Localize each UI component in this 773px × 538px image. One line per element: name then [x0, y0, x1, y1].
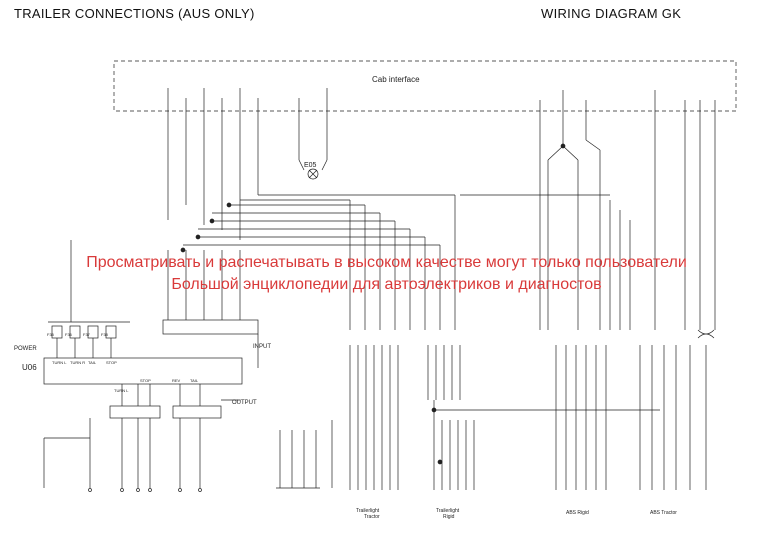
fuse-label-0: F35 [47, 332, 55, 337]
output-label: OUTPUT [232, 400, 257, 406]
u06-pin-1: TURN R [70, 360, 85, 365]
u06-module [43, 357, 243, 385]
diagram-title-right: WIRING DIAGRAM GK [541, 6, 682, 21]
group-tractor-line2: Tractor [364, 514, 380, 520]
u06-pin-0: TURN L [52, 360, 67, 365]
abs-rigid-pin-lines [555, 345, 607, 490]
u06-pin-3: STOP [106, 360, 117, 365]
group-label-abs-tractor: ABS Tractor [650, 510, 677, 516]
group-label-abs-rigid: ABS Rigid [566, 510, 589, 516]
group-rigid-line1: Trailerlight [436, 508, 460, 514]
fuse-label-2: F37 [83, 332, 91, 337]
power-label: POWER [14, 346, 37, 352]
tractor-pin-lines [349, 345, 399, 490]
output-pin-0: TURN L [114, 388, 129, 393]
diagram-title-left: TRAILER CONNECTIONS (AUS ONLY) [14, 6, 255, 21]
u06-pin-2: TAIL [88, 360, 97, 365]
group-label-tractor: Trailerlight Tractor [356, 508, 381, 520]
group-rigid-line2: Rigid [443, 514, 455, 520]
watermark-line-2: Большой энциклопедии для автоэлектриков … [171, 276, 602, 293]
group-tractor-line1: Trailerlight [356, 508, 380, 514]
e05-label: E05 [304, 162, 317, 169]
cab-connectors-left [167, 88, 328, 240]
input-label: INPUT [253, 344, 271, 350]
rigid-pin-lines [427, 345, 660, 490]
group-label-rigid: Trailerlight Rigid [436, 508, 461, 520]
output-connector-1 [109, 405, 161, 419]
output-pin-1: STOP [140, 378, 151, 383]
output-connector-2 [172, 405, 222, 419]
abs-tractor-pin-lines [639, 345, 707, 490]
u06-label: U06 [22, 363, 37, 372]
fuse-label-1: F36 [65, 332, 73, 337]
output-pin-2: REV [172, 378, 181, 383]
cab-interface-label: Cab interface [372, 75, 420, 84]
output-pin-3: TAIL [190, 378, 199, 383]
terminals [88, 488, 202, 492]
fuse-label-3: F38 [101, 332, 109, 337]
watermark-line-1: Просматривать и распечатывать в высоком … [86, 254, 687, 271]
input-connector [162, 319, 259, 335]
cab-interface-box [113, 60, 737, 112]
e05-lamp [298, 159, 328, 180]
splice-6 [437, 459, 443, 465]
splice-4 [180, 247, 186, 253]
twisted-pair-marker [697, 329, 715, 339]
